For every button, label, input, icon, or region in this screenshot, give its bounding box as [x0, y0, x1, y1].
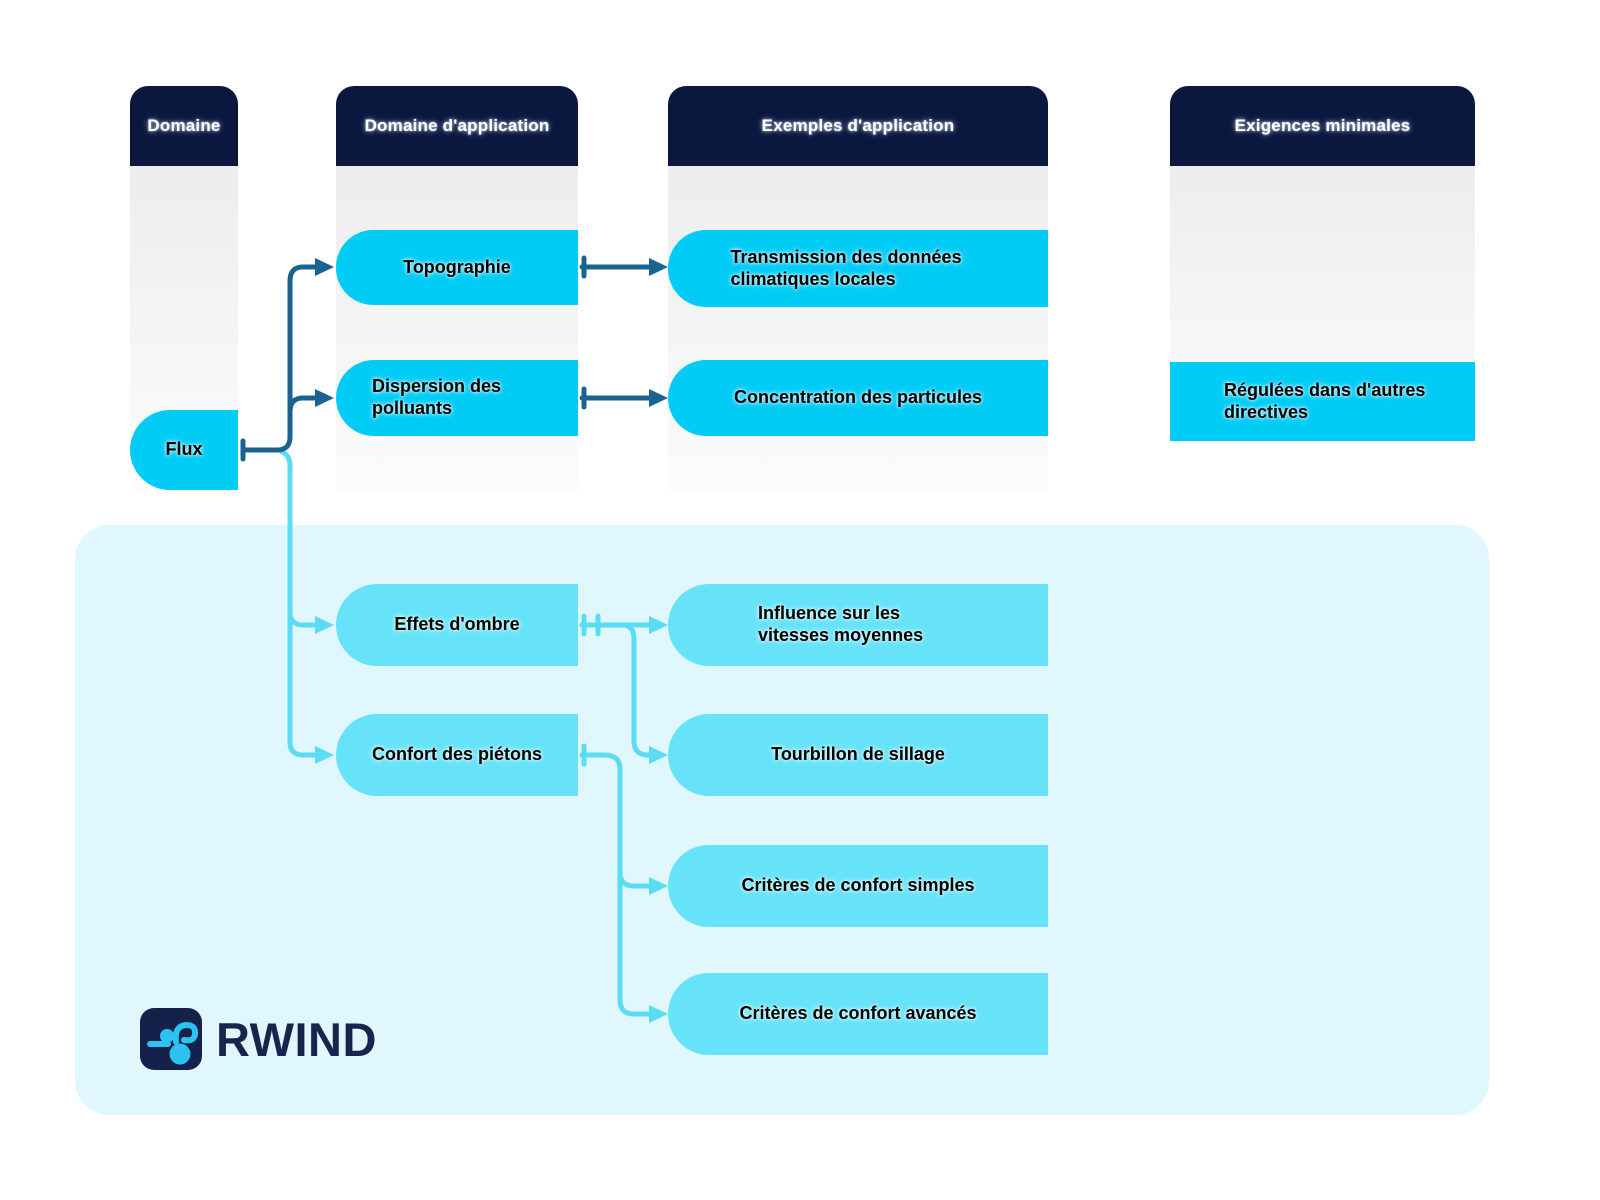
- node-effets-ombre: Effets d'ombre: [336, 584, 578, 666]
- arrowhead-icon: [649, 746, 668, 764]
- node-label: Régulées dans d'autres directives: [1224, 379, 1426, 422]
- node-label: Influence sur les vitesses moyennes: [758, 603, 924, 645]
- arrowhead-icon: [315, 746, 334, 764]
- node-label: Confort des piétons: [372, 744, 542, 765]
- node-label: Critères de confort avancés: [739, 1003, 977, 1024]
- node-label: Topographie: [403, 256, 511, 277]
- node-label: Dispersion des polluants: [372, 376, 502, 418]
- column-body-exemples-application: [668, 166, 1048, 492]
- arrowhead-icon: [649, 389, 668, 407]
- connector-branch-to-effets-ombre: [287, 609, 320, 628]
- node-label: Concentration des particules: [733, 387, 983, 408]
- arrowhead-icon: [649, 877, 668, 895]
- node-influence-vitesses: Influence sur les vitesses moyennes: [668, 584, 1048, 666]
- arrowhead-icon: [649, 1005, 668, 1023]
- node-criteres-confort-simples: Critères de confort simples: [668, 845, 1048, 927]
- node-label: Effets d'ombre: [394, 614, 520, 635]
- column-title: Domaine d'application: [364, 116, 550, 135]
- node-tourbillon-sillage: Tourbillon de sillage: [668, 714, 1048, 796]
- column-title: Domaine: [147, 116, 221, 135]
- connector-effets-to-tourbillon: [609, 622, 654, 758]
- arrowhead-icon: [649, 616, 668, 634]
- column-title: Exigences minimales: [1234, 116, 1411, 135]
- column-header-exigences-minimales: Exigences minimales: [1170, 86, 1475, 166]
- node-criteres-confort-avances: Critères de confort avancés: [668, 973, 1048, 1055]
- node-label: Critères de confort simples: [741, 875, 975, 896]
- arrowhead-icon: [315, 258, 334, 276]
- node-label: Flux: [165, 439, 203, 460]
- column-header-domaine-application: Domaine d'application: [336, 86, 578, 166]
- node-flux: Flux: [130, 410, 238, 490]
- node-label: Transmission des données climatiques loc…: [730, 246, 962, 289]
- arrowhead-icon: [315, 389, 334, 407]
- wind-swirl-icon: [147, 1021, 199, 1065]
- brand-text: RWIND: [216, 1012, 377, 1066]
- connector-branch-to-dispersion: [287, 395, 320, 415]
- node-transmission-donnees: Transmission des données climatiques loc…: [668, 230, 1048, 307]
- arrowhead-icon: [315, 616, 334, 634]
- column-header-exemples-application: Exemples d'application: [668, 86, 1048, 166]
- rwind-logo: RWIND: [140, 1008, 377, 1070]
- node-dispersion-polluants: Dispersion des polluants: [336, 360, 578, 436]
- column-header-domaine: Domaine: [130, 86, 238, 166]
- node-topographie: Topographie: [336, 230, 578, 305]
- connector-confort-to-criteres-avances: [579, 752, 654, 1017]
- column-body-domaine-application: [336, 166, 578, 492]
- column-title: Exemples d'application: [761, 116, 955, 135]
- node-concentration-particules: Concentration des particules: [668, 360, 1048, 436]
- node-label: Tourbillon de sillage: [771, 744, 945, 765]
- rwind-logo-mark: [140, 1008, 202, 1070]
- arrowhead-icon: [649, 258, 668, 276]
- connector-branch-to-criteres-simples: [617, 869, 654, 889]
- connector-flux-to-topographie: [240, 264, 320, 453]
- node-confort-pietons: Confort des piétons: [336, 714, 578, 796]
- connector-flux-to-lower-branch: [279, 449, 320, 758]
- node-regulees-directives: Régulées dans d'autres directives: [1170, 362, 1475, 441]
